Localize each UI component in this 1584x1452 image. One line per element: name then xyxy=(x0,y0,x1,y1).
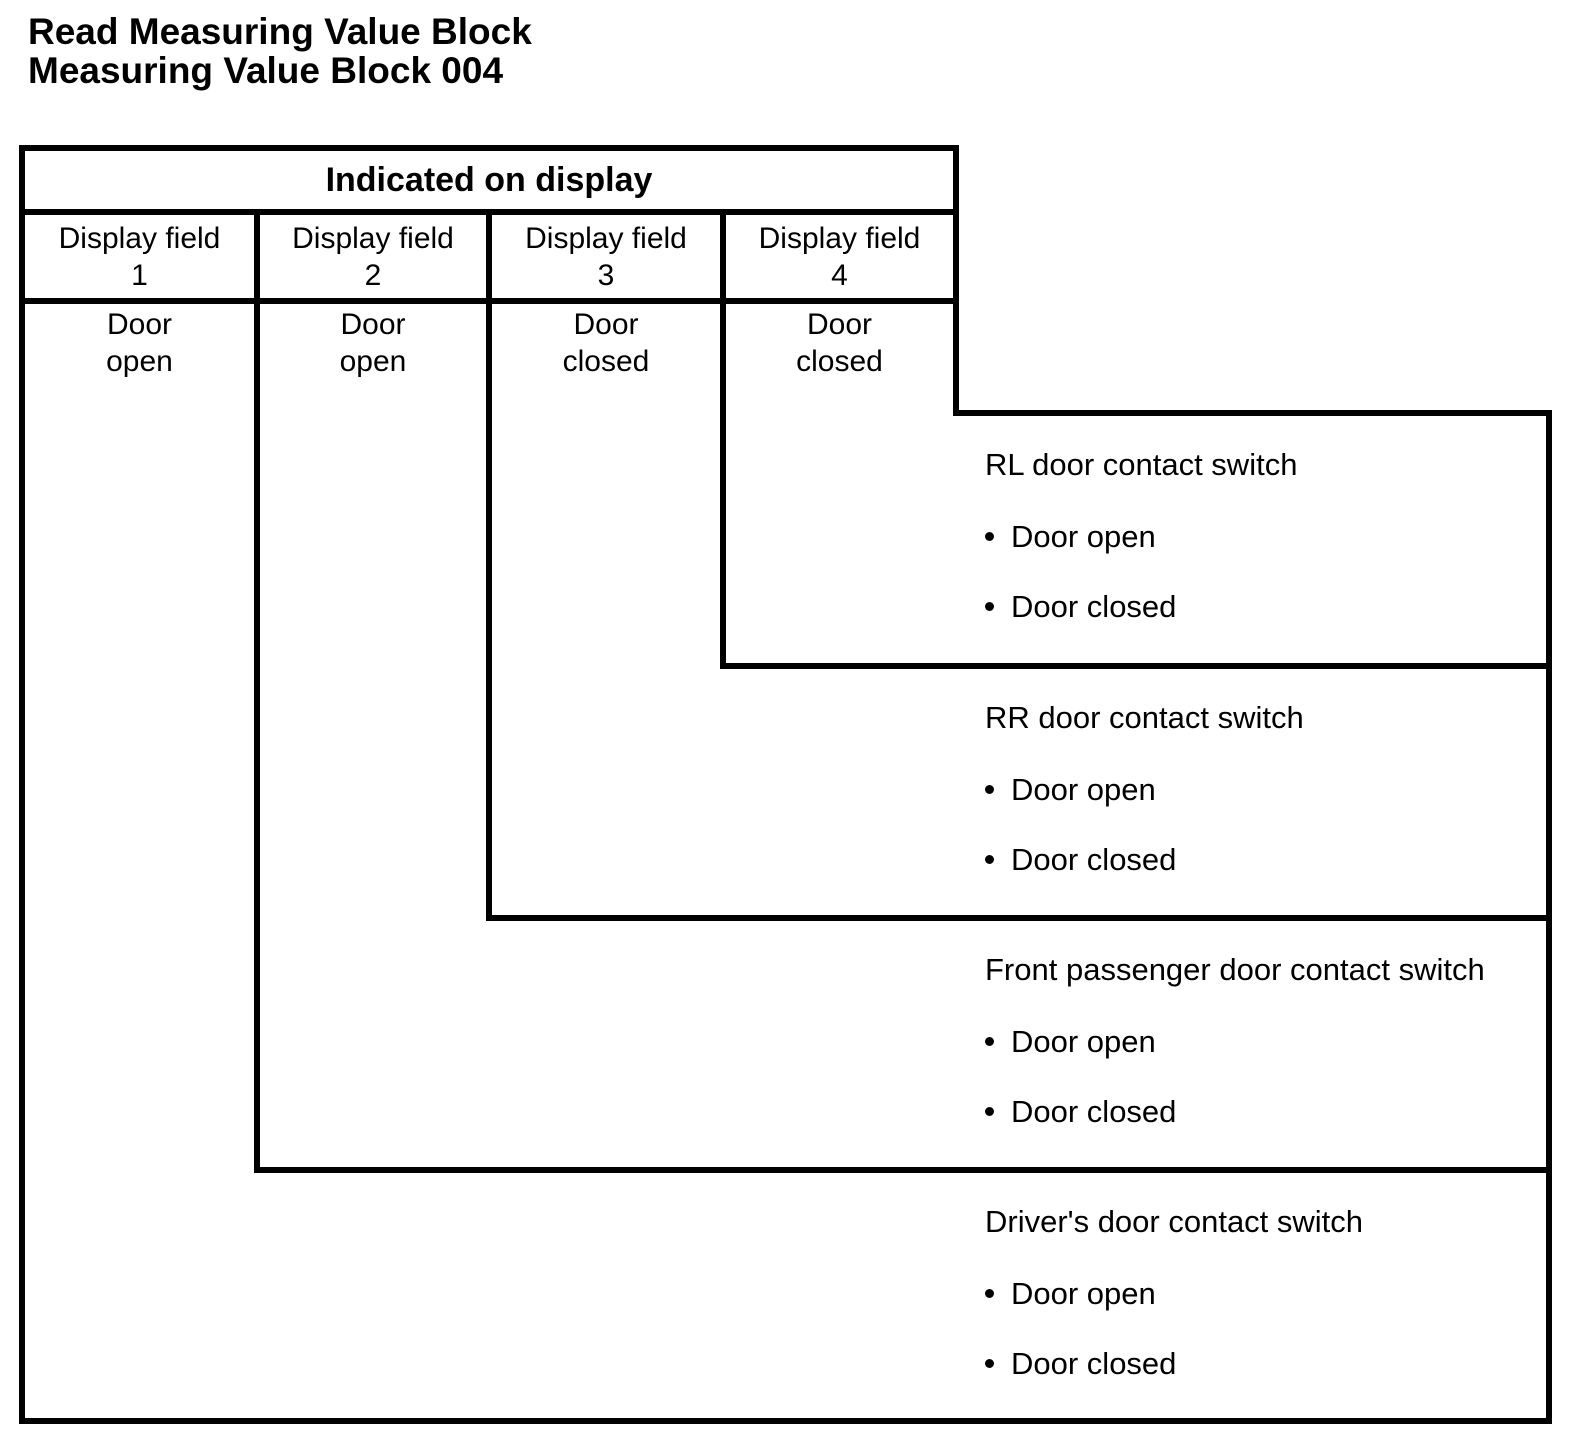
bullet-item: Door open xyxy=(985,518,1156,555)
value-cell-1: Door open xyxy=(19,304,260,384)
table-top-border xyxy=(19,145,959,151)
display-field-number: 2 xyxy=(364,258,382,292)
step-line-4 xyxy=(254,1167,1552,1173)
page-title-line1: Read Measuring Value Block xyxy=(28,11,532,52)
bullet-item: Door closed xyxy=(985,1093,1176,1130)
bullet-icon xyxy=(985,785,994,794)
value-line2: closed xyxy=(796,345,883,378)
bullet-icon xyxy=(985,1289,994,1298)
callout-rl-door: RL door contact switch Door open Door cl… xyxy=(985,410,1545,660)
callout-drivers-door: Driver's door contact switch Door open D… xyxy=(985,1167,1545,1417)
column-separator-1 xyxy=(254,209,260,1173)
value-line1: Door xyxy=(106,308,173,341)
display-field-label: Display field xyxy=(525,221,687,255)
callout-heading: RL door contact switch xyxy=(985,447,1298,482)
bullet-icon xyxy=(985,1107,994,1116)
step-line-1 xyxy=(953,410,1552,416)
bullet-icon xyxy=(985,602,994,611)
display-field-cell-4: Display field 4 xyxy=(720,215,959,298)
page-title-line2: Measuring Value Block 004 xyxy=(28,50,504,91)
value-cell-3: Door closed xyxy=(486,304,726,384)
display-field-label: Display field xyxy=(292,221,454,255)
bullet-item: Door open xyxy=(985,1275,1156,1312)
value-line2: closed xyxy=(562,345,650,378)
value-line1: Door xyxy=(340,308,406,341)
outer-right-border xyxy=(1546,410,1552,1424)
outer-bottom-border xyxy=(19,1418,1552,1424)
value-line2: open xyxy=(106,345,173,378)
value-line1: Door xyxy=(806,308,873,341)
bullet-label: Door open xyxy=(1011,519,1156,554)
bullet-label: Door open xyxy=(1011,1276,1156,1311)
bullet-label: Door closed xyxy=(1011,1094,1177,1129)
table-header-cell: Indicated on display xyxy=(325,160,653,199)
bullet-icon xyxy=(985,532,994,541)
bullet-label: Door open xyxy=(1011,1024,1156,1059)
bullet-item: Door open xyxy=(985,1023,1156,1060)
bullet-label: Door closed xyxy=(1011,842,1177,877)
step-line-3 xyxy=(486,915,1552,921)
step-line-2 xyxy=(720,663,1552,669)
column-separator-2 xyxy=(486,209,492,921)
callout-heading: Front passenger door contact switch xyxy=(985,952,1485,987)
bullet-icon xyxy=(985,1037,994,1046)
value-cell-4: Door closed xyxy=(720,304,959,384)
bullet-item: Door open xyxy=(985,771,1156,808)
bullet-item: Door closed xyxy=(985,1345,1176,1382)
value-line1: Door xyxy=(573,308,639,341)
outer-left-border xyxy=(19,145,25,1424)
callout-rr-door: RR door contact switch Door open Door cl… xyxy=(985,663,1545,913)
table-right-border xyxy=(953,145,959,416)
display-field-cell-3: Display field 3 xyxy=(486,215,726,298)
value-cell-2: Door open xyxy=(254,304,492,384)
bullet-icon xyxy=(985,855,994,864)
display-field-number: 4 xyxy=(831,258,848,292)
bullet-icon xyxy=(985,1359,994,1368)
display-field-cell-2: Display field 2 xyxy=(254,215,492,298)
bullet-label: Door closed xyxy=(1011,1346,1177,1381)
bullet-label: Door open xyxy=(1011,772,1156,807)
callout-front-passenger-door: Front passenger door contact switch Door… xyxy=(985,915,1545,1165)
display-field-number: 3 xyxy=(597,258,615,292)
page-title: Read Measuring Value Block Measuring Val… xyxy=(28,12,532,90)
value-line2: open xyxy=(339,345,407,378)
display-field-label: Display field xyxy=(758,221,921,255)
callout-heading: RR door contact switch xyxy=(985,700,1304,735)
display-field-cell-1: Display field 1 xyxy=(19,215,260,298)
column-separator-3 xyxy=(720,209,726,669)
callout-heading: Driver's door contact switch xyxy=(985,1204,1364,1239)
display-field-label: Display field xyxy=(58,221,221,255)
bullet-item: Door closed xyxy=(985,588,1176,625)
bullet-label: Door closed xyxy=(1011,589,1177,624)
bullet-item: Door closed xyxy=(985,841,1176,878)
display-field-number: 1 xyxy=(131,258,148,292)
